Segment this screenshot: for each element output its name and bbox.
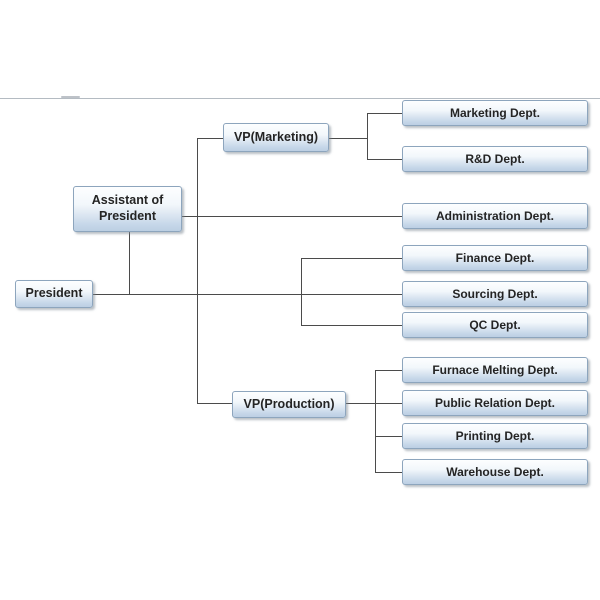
edge-to-printing-dept <box>375 436 402 437</box>
node-assistant-of-president: Assistant of President <box>73 186 182 232</box>
edge-marketing-branch <box>367 113 368 160</box>
edge-assistant-drop <box>129 232 130 294</box>
edge-mid-branch <box>301 258 302 326</box>
edge-to-finance-dept <box>301 258 402 259</box>
edge-trunk-to-vp-marketing <box>197 138 224 139</box>
node-warehouse-dept: Warehouse Dept. <box>402 459 588 485</box>
edge-to-rd-dept <box>367 159 402 160</box>
node-administration-dept: Administration Dept. <box>402 203 588 229</box>
edge-vp-marketing-out <box>329 138 367 139</box>
edge-to-furnace-dept <box>375 370 402 371</box>
node-qc-dept: QC Dept. <box>402 312 588 338</box>
node-vp-marketing: VP(Marketing) <box>223 123 329 152</box>
node-furnace-melting-dept: Furnace Melting Dept. <box>402 357 588 383</box>
edge-trunk-to-vp-production <box>197 403 232 404</box>
node-marketing-dept: Marketing Dept. <box>402 100 588 126</box>
edge-main-trunk <box>197 138 198 404</box>
node-president: President <box>15 280 93 308</box>
node-vp-production: VP(Production) <box>232 391 346 418</box>
edge-vp-production-out <box>346 403 375 404</box>
node-finance-dept: Finance Dept. <box>402 245 588 271</box>
page-rule-smudge <box>61 96 80 98</box>
edge-president-out <box>93 294 402 295</box>
node-rd-dept: R&D Dept. <box>402 146 588 172</box>
edge-to-qc-dept <box>301 325 402 326</box>
page-rule-line <box>0 98 600 99</box>
node-public-relation-dept: Public Relation Dept. <box>402 390 588 416</box>
node-sourcing-dept: Sourcing Dept. <box>402 281 588 307</box>
edge-assistant-to-administration <box>182 216 402 217</box>
node-printing-dept: Printing Dept. <box>402 423 588 449</box>
edge-to-marketing-dept <box>367 113 402 114</box>
edge-to-warehouse-dept <box>375 472 402 473</box>
edge-production-branch <box>375 370 376 473</box>
edge-to-public-relation-dept <box>375 403 402 404</box>
